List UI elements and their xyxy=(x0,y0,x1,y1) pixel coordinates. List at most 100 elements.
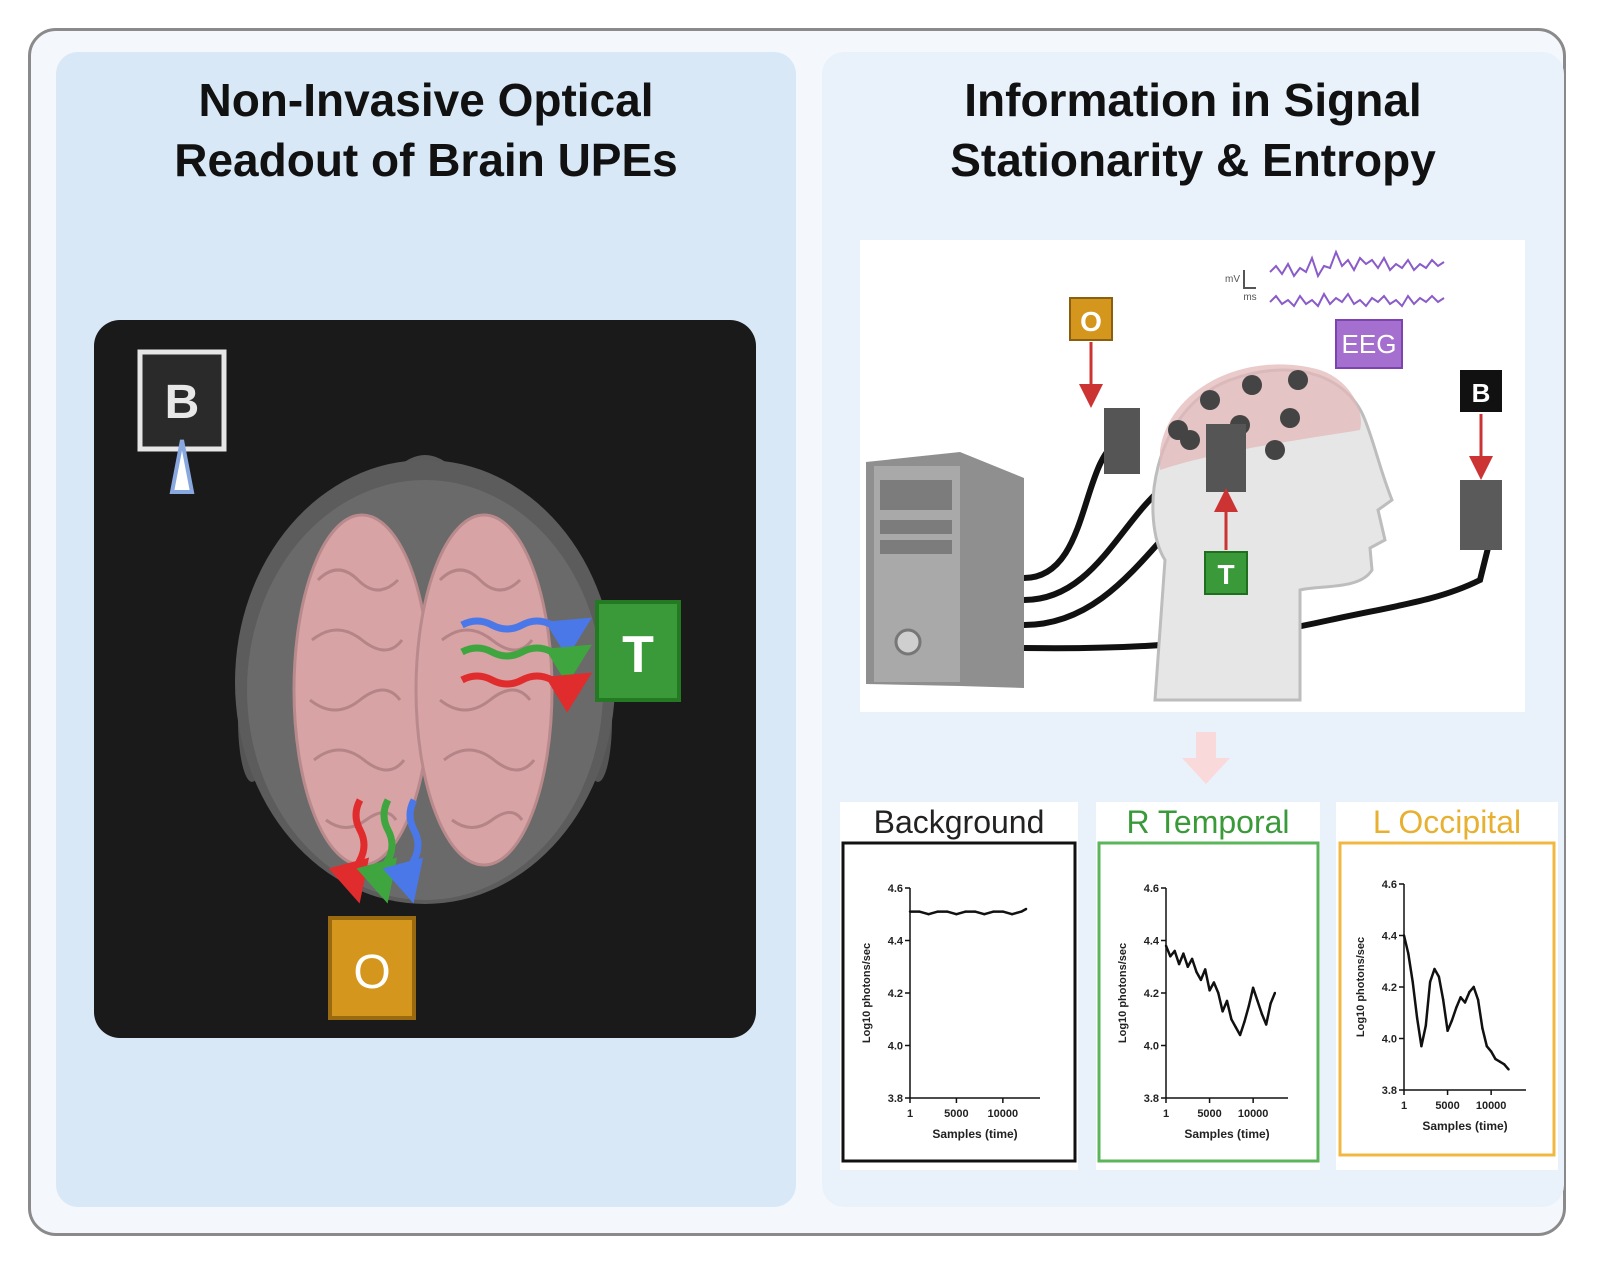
left-panel-title: Non-Invasive Optical Readout of Brain UP… xyxy=(56,70,796,190)
data-point xyxy=(964,910,967,913)
data-point xyxy=(945,910,949,913)
data-point xyxy=(1494,1057,1497,1061)
x-tick-label: 5000 xyxy=(944,1108,968,1120)
left-title-line-2: Readout of Brain UPEs xyxy=(174,134,678,186)
x-tick-label: 1 xyxy=(1163,1108,1169,1120)
y-tick-label: 4.4 xyxy=(1382,931,1398,943)
svg-text:B: B xyxy=(1472,378,1491,408)
data-point xyxy=(1481,1027,1484,1030)
data-point xyxy=(1177,962,1181,966)
temporal-photon-arrows-icon xyxy=(460,617,592,713)
data-point xyxy=(1217,991,1220,995)
y-tick-label: 4.6 xyxy=(1144,883,1159,895)
x-tick-label: 10000 xyxy=(1476,1100,1507,1112)
y-tick-label: 4.4 xyxy=(888,936,904,948)
data-point xyxy=(1415,1016,1419,1020)
occipital-detector-device-icon: O xyxy=(1069,297,1140,474)
data-point xyxy=(1212,981,1216,984)
chart-title-occipital: L Occipital xyxy=(1372,804,1522,840)
right-panel-title: Information in Signal Stationarity & Ent… xyxy=(822,70,1564,190)
data-point xyxy=(1446,1029,1449,1033)
data-point xyxy=(1195,970,1198,974)
data-point xyxy=(1455,1006,1458,1009)
data-point xyxy=(1024,907,1028,911)
data-point xyxy=(1428,980,1432,984)
data-point xyxy=(1186,965,1190,968)
y-tick-label: 4.0 xyxy=(888,1041,903,1053)
data-point xyxy=(1173,949,1176,953)
y-tick-label: 4.0 xyxy=(1144,1041,1159,1053)
data-point xyxy=(1164,944,1168,947)
x-tick-label: 10000 xyxy=(1238,1108,1269,1120)
chart-title-temporal: R Temporal xyxy=(1126,804,1290,840)
y-axis-label: Log10 photons/sec xyxy=(1355,937,1367,1037)
svg-text:T: T xyxy=(1217,559,1234,590)
data-point xyxy=(1437,975,1441,978)
background-detector-device-icon: B xyxy=(1460,370,1502,550)
chart-title-background: Background xyxy=(873,804,1045,840)
data-point xyxy=(1243,1020,1246,1024)
svg-text:ms: ms xyxy=(1243,292,1256,303)
data-point xyxy=(1256,999,1259,1003)
data-point xyxy=(1230,1018,1233,1021)
scale-bar: mV ms xyxy=(1225,270,1257,303)
computer-icon xyxy=(866,452,1024,688)
y-tick-label: 4.6 xyxy=(888,883,903,895)
data-point xyxy=(1450,1019,1454,1022)
data-point xyxy=(1221,1010,1224,1013)
data-point xyxy=(1182,952,1185,955)
data-point xyxy=(1169,955,1172,958)
data-point xyxy=(1424,1024,1428,1027)
data-point xyxy=(1489,1050,1493,1053)
y-tick-label: 4.0 xyxy=(1382,1034,1397,1046)
background-detector-label: B xyxy=(165,376,200,429)
chart-border xyxy=(841,841,1077,1163)
data-point xyxy=(983,913,986,916)
data-point xyxy=(1468,990,1471,994)
x-axis-label: Samples (time) xyxy=(1184,1127,1269,1141)
data-point xyxy=(1459,996,1462,999)
x-tick-label: 1 xyxy=(907,1108,913,1120)
data-point xyxy=(1020,910,1023,913)
right-title-line-2: Stationarity & Entropy xyxy=(950,134,1436,186)
data-point xyxy=(1485,1045,1489,1048)
brain-icon xyxy=(292,513,554,867)
data-point xyxy=(1238,1033,1242,1037)
data-point xyxy=(1498,1060,1502,1063)
data-point xyxy=(1204,968,1207,971)
data-point xyxy=(1001,910,1005,913)
y-tick-label: 4.2 xyxy=(1144,988,1159,1000)
data-point xyxy=(1269,1002,1272,1005)
x-tick-label: 10000 xyxy=(988,1108,1019,1120)
data-point xyxy=(955,913,958,916)
series-line xyxy=(910,907,1027,916)
temporal-detector-device-icon: T xyxy=(1204,424,1248,595)
y-tick-label: 4.2 xyxy=(1382,982,1397,994)
data-point xyxy=(1247,1004,1251,1008)
y-tick-label: 3.8 xyxy=(1144,1093,1159,1105)
right-title-line-1: Information in Signal xyxy=(964,74,1422,126)
left-title-line-1: Non-Invasive Optical xyxy=(198,74,654,126)
chart-border xyxy=(1097,841,1320,1163)
data-point xyxy=(973,910,977,913)
data-point xyxy=(1225,999,1229,1003)
data-point xyxy=(1234,1025,1237,1029)
data-point xyxy=(1411,980,1414,984)
data-point xyxy=(1251,986,1255,989)
data-point xyxy=(1463,1001,1467,1004)
occipital-photon-arrows-icon xyxy=(328,798,424,904)
occipital-detector-icon: O xyxy=(328,916,416,1020)
data-point xyxy=(1208,989,1211,992)
svg-text:mV: mV xyxy=(1225,274,1240,285)
eeg-badge: EEG xyxy=(1335,319,1403,369)
data-point xyxy=(1476,998,1480,1002)
data-point xyxy=(1273,991,1277,995)
data-point xyxy=(1010,913,1014,916)
eeg-traces xyxy=(1269,249,1445,308)
y-tick-label: 3.8 xyxy=(1382,1085,1397,1097)
svg-text:O: O xyxy=(1080,306,1102,337)
data-point xyxy=(1442,998,1445,1002)
